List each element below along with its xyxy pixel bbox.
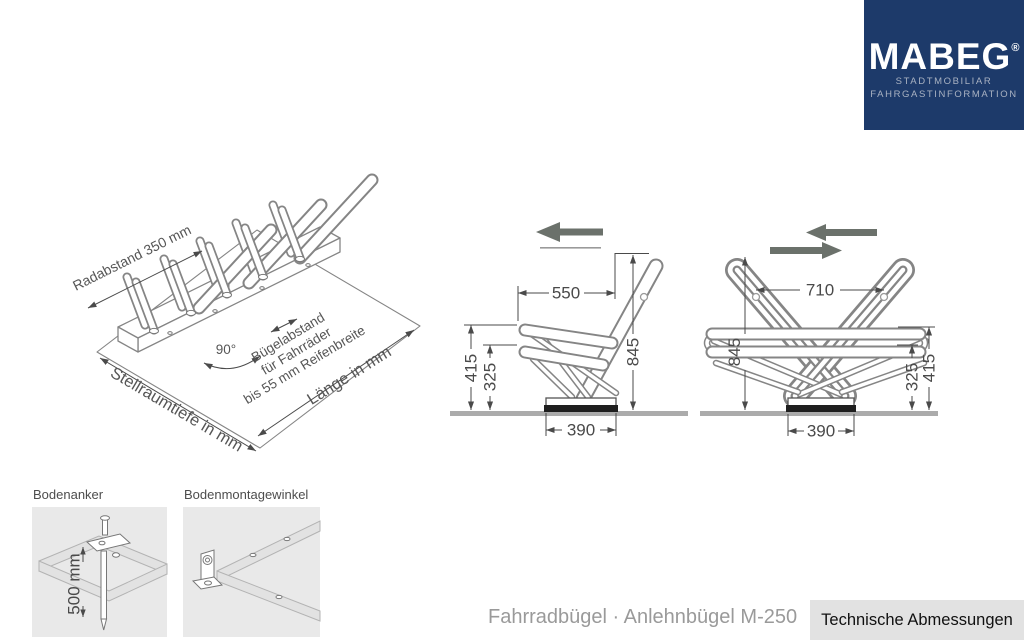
bodenanker-drawing: 500 mm: [38, 515, 168, 631]
mounting-hole: [639, 292, 649, 302]
ground-line: [450, 411, 688, 416]
dim-390-label: 390: [567, 421, 595, 440]
dim-415-label: 415: [920, 354, 939, 382]
dim-710-label: 710: [806, 281, 834, 300]
dimension-325-front: 325: [897, 344, 922, 410]
ground-line: [700, 411, 938, 416]
mounting-hole-left: [751, 292, 761, 302]
dim-390-label: 390: [807, 422, 835, 441]
rack-front-profile: [703, 258, 930, 412]
arrow-underline: [540, 247, 601, 249]
angle-label: 90°: [216, 342, 236, 357]
direction-arrows: [770, 224, 877, 259]
dim-845-label: 845: [624, 338, 643, 366]
dimension-415-front: 415: [898, 326, 939, 410]
dimension-710: 710: [756, 281, 884, 300]
dimension-550: 550: [517, 253, 649, 321]
side-view-drawing: 550 845 415 325 390: [450, 222, 688, 440]
brand-subtitle-2: FAHRGASTINFORMATION: [870, 89, 1018, 100]
dim-845-label: 845: [725, 338, 744, 366]
anchor-hardware: [85, 515, 132, 631]
mounting-hole-right: [879, 292, 889, 302]
direction-arrow-left: [536, 222, 603, 249]
isometric-drawing: Radabstand 350 mm 90° Bügelabstand für F…: [70, 173, 421, 456]
dim-500-label: 500 mm: [65, 553, 84, 614]
dimension-325-side: 325: [481, 344, 517, 410]
angle-bracket: [191, 549, 224, 590]
dim-415-label: 415: [462, 354, 481, 382]
rack-side-profile: [518, 258, 664, 412]
registered-mark: ®: [1011, 42, 1020, 54]
dimension-415-side: 415: [462, 324, 517, 410]
dimension-845-front: 845: [725, 257, 749, 410]
dimension-390-side: 390: [545, 413, 617, 440]
bodenmontagewinkel-title: Bodenmontagewinkel: [184, 487, 309, 502]
bodenmontagewinkel-drawing: [191, 520, 321, 622]
front-view-drawing: 710 845 415 325 390: [700, 224, 939, 441]
frame-rails: [216, 520, 321, 622]
mabeg-logo: MABEG® STADTMOBILIAR FAHRGASTINFORMATION: [864, 0, 1024, 130]
dimension-500: 500 mm: [65, 547, 86, 617]
dimension-390-front: 390: [787, 414, 855, 441]
dim-550-label: 550: [552, 284, 580, 303]
bodenanker-title: Bodenanker: [33, 487, 104, 502]
product-title: Fahrradbügel · Anlehnbügel M-250: [488, 606, 798, 628]
base-foot: [545, 397, 617, 407]
brand-name: MABEG®: [868, 36, 1020, 77]
dim-325-label: 325: [903, 363, 922, 391]
dim-325-label: 325: [481, 363, 500, 391]
brand-subtitle-1: STADTMOBILIAR: [895, 76, 993, 87]
base-foot: [787, 397, 855, 407]
technische-abmessungen-tab[interactable]: Technische Abmessungen: [810, 600, 1024, 640]
dimension-845-side: 845: [624, 255, 643, 410]
